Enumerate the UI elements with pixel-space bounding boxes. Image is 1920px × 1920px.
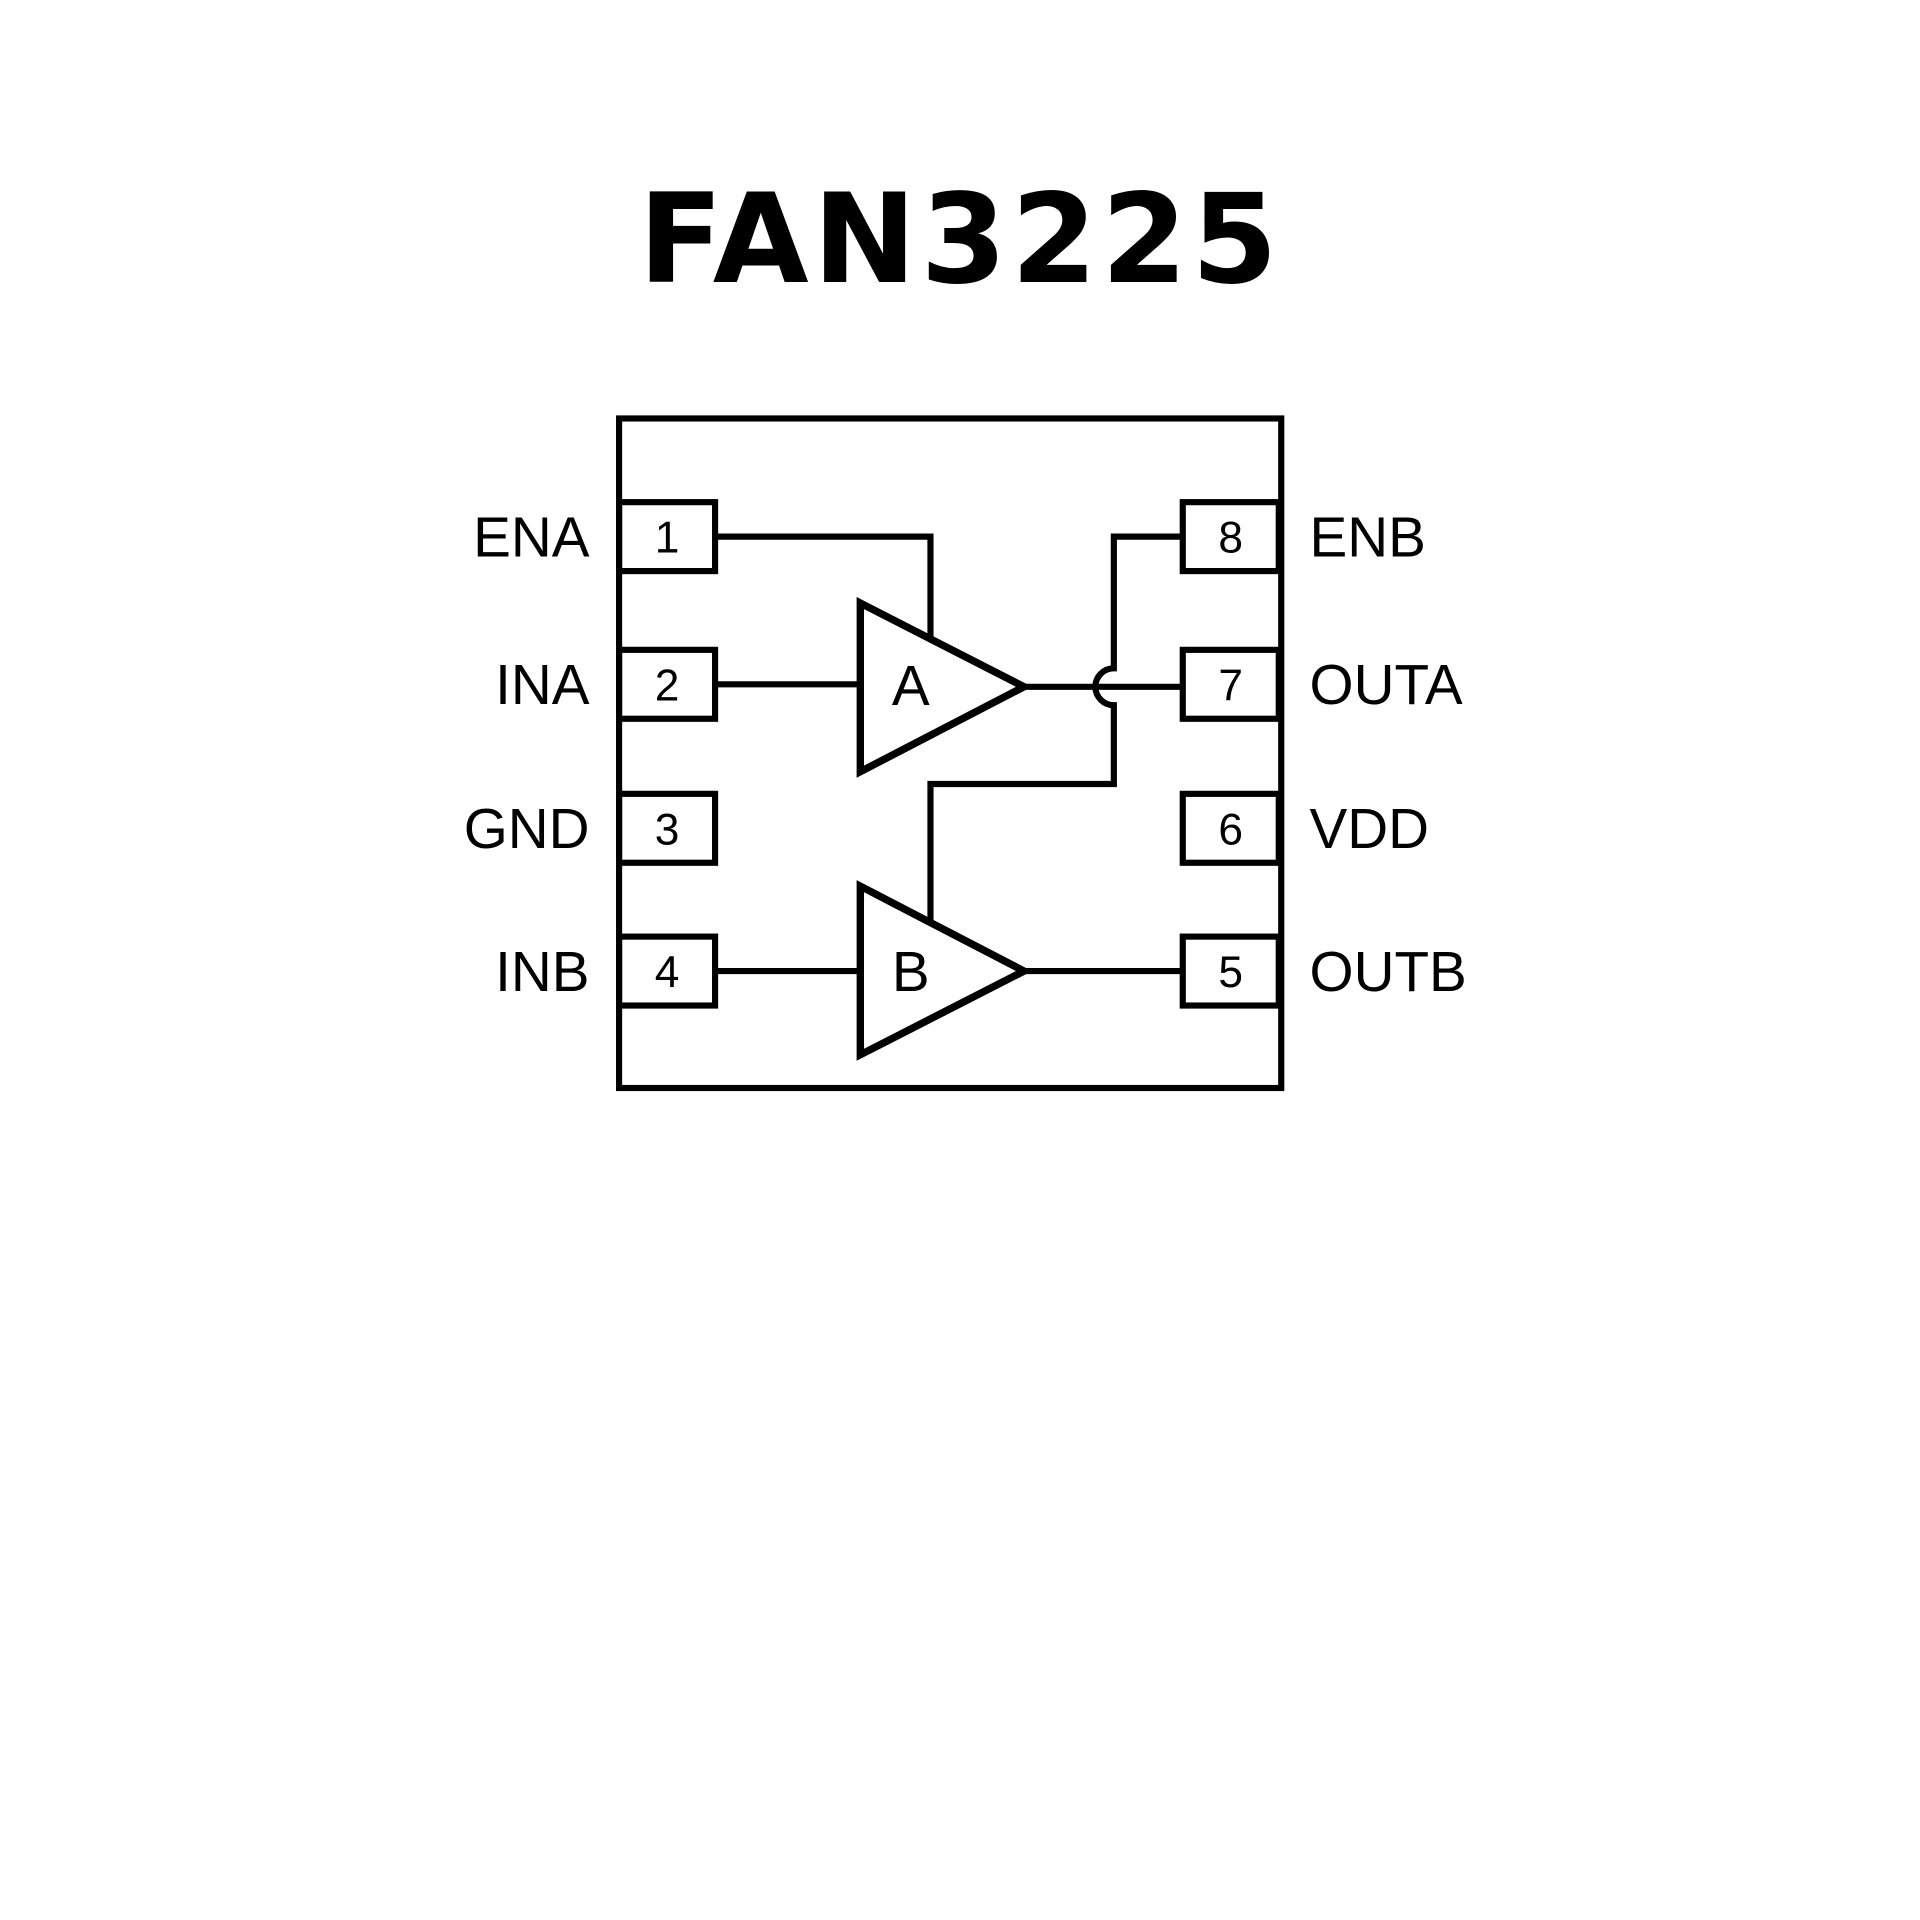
pin-number-5: 5 xyxy=(1218,948,1243,997)
package-outline xyxy=(616,415,1285,1092)
pin-label-vdd: VDD xyxy=(1310,797,1430,860)
pin-number-7: 7 xyxy=(1218,661,1243,710)
amplifier-b-triangle xyxy=(856,880,1033,1061)
amplifier-b-label: B xyxy=(892,940,930,1003)
pin-number-8: 8 xyxy=(1218,514,1243,563)
pin-box-8 xyxy=(1179,499,1282,575)
chip-title: FAN3225 xyxy=(638,168,1282,312)
pin-number-2: 2 xyxy=(655,661,680,710)
amplifier-a-label: A xyxy=(892,654,930,717)
pin-box-7 xyxy=(1179,646,1282,722)
pin-label-inb: INB xyxy=(495,940,589,1003)
amplifier-a-triangle xyxy=(856,597,1033,778)
pin-number-3: 3 xyxy=(655,805,680,854)
pin-box-5 xyxy=(1179,933,1282,1009)
pin-number-4: 4 xyxy=(655,948,680,997)
wire-ena xyxy=(715,533,934,640)
pin-label-ina: INA xyxy=(495,653,590,716)
pin-box-3 xyxy=(616,790,719,866)
wire-enb xyxy=(927,533,1183,921)
pin-label-gnd: GND xyxy=(464,797,590,860)
pin-box-6 xyxy=(1179,790,1282,866)
pin-label-ena: ENA xyxy=(473,505,590,568)
pin-number-6: 6 xyxy=(1218,805,1243,854)
pin-number-1: 1 xyxy=(655,514,680,563)
pin-label-enb: ENB xyxy=(1310,505,1426,568)
pin-label-outa: OUTA xyxy=(1310,653,1463,716)
pin-label-outb: OUTB xyxy=(1310,940,1467,1003)
